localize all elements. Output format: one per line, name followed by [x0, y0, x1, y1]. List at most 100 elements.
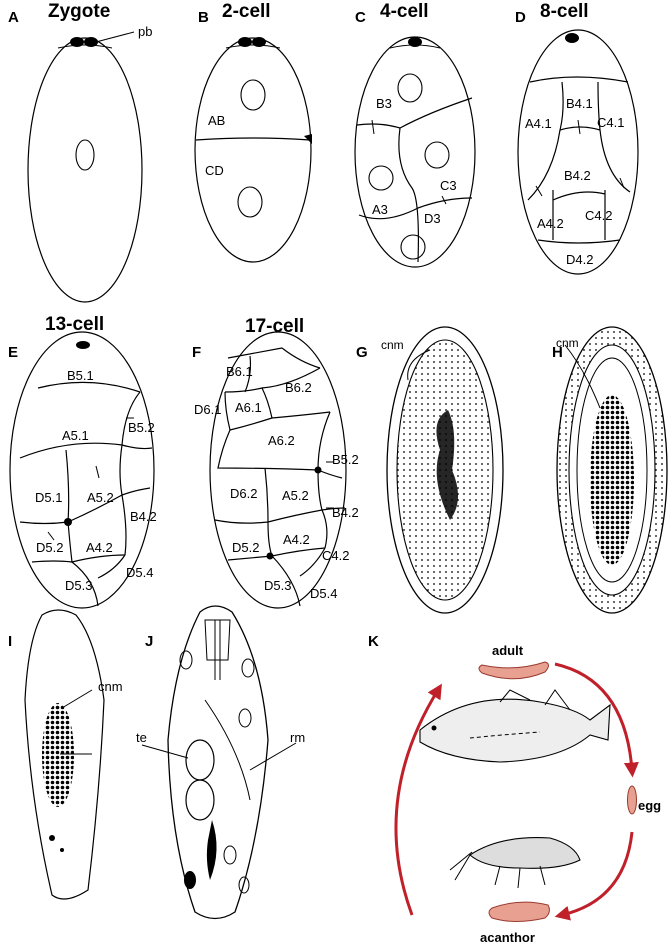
panel-letter-b: B	[198, 9, 209, 26]
central-nuclear-mass	[590, 395, 634, 565]
cell-boundary	[227, 347, 283, 359]
label-c42: C4.2	[322, 548, 349, 563]
adult-worm	[478, 661, 549, 680]
cell-boundary	[317, 411, 331, 471]
panel-letter-c: C	[355, 9, 366, 26]
cell-boundary	[244, 355, 252, 393]
cleavage-furrow	[195, 137, 311, 141]
panel-g: G cnm	[356, 326, 504, 614]
panel-e: E 13-cell B5.1 A5.1 B5.2 D5.1 A5.2 B4.2 …	[8, 314, 157, 609]
label-d53: D5.3	[65, 578, 92, 593]
cell-boundary	[559, 126, 601, 131]
label-d62: D6.2	[230, 486, 257, 501]
polar-body	[76, 341, 90, 349]
label-d53: D5.3	[264, 578, 291, 593]
cell-boundary	[214, 507, 346, 524]
midbody	[64, 518, 72, 526]
polar-body	[70, 37, 84, 47]
cell-boundary	[121, 391, 141, 446]
furrow-mark	[304, 134, 312, 144]
cell-boundary	[119, 444, 123, 496]
cell-boundary	[552, 190, 606, 240]
spindle-mark	[619, 177, 625, 189]
panel-f: F 17-cell B6.1 B6.2 D6.1 A6.1 A6.2 B5.2 …	[192, 316, 359, 609]
polar-body	[565, 33, 579, 43]
embryo-outline	[517, 29, 639, 275]
nucleus	[223, 845, 237, 865]
panel-title-a: Zygote	[48, 1, 110, 22]
label-b52: B5.2	[128, 420, 155, 435]
egg-outer	[386, 326, 504, 614]
panel-b: B 2-cell AB CD	[194, 1, 312, 263]
nucleus	[184, 871, 196, 889]
cell-boundary	[559, 81, 564, 131]
polar-body	[408, 37, 422, 47]
label-d51: D5.1	[35, 490, 62, 505]
central-nuclear-mass	[42, 703, 74, 807]
label-b52: B5.2	[332, 452, 359, 467]
panel-letter-g: G	[356, 344, 368, 361]
nucleus	[238, 708, 252, 728]
egg-icon	[627, 785, 637, 815]
label-d3: D3	[424, 211, 441, 226]
nucleus	[397, 73, 423, 103]
cnm-leader	[407, 349, 431, 381]
cell-boundary	[356, 97, 473, 129]
spindle-mark	[441, 195, 447, 205]
panel-letter-i: I	[8, 633, 12, 650]
label-te: te	[136, 730, 147, 745]
cell-boundary	[281, 347, 321, 369]
panel-k: K adult egg acanthor	[368, 633, 661, 945]
panel-letter-f: F	[192, 344, 201, 361]
label-a3: A3	[372, 202, 388, 217]
cell-boundary	[19, 521, 69, 525]
panel-letter-a: A	[8, 9, 19, 26]
embryo-outline	[194, 37, 312, 263]
rm-leader	[249, 742, 297, 771]
cell-boundary	[527, 129, 561, 201]
cell-boundary	[271, 411, 331, 419]
fish-eye	[431, 725, 437, 731]
label-c41: C4.1	[597, 115, 624, 130]
label-b42: B4.2	[564, 168, 591, 183]
label-d54: D5.4	[126, 565, 153, 580]
panel-h: H cnm	[552, 326, 668, 614]
arrow-adult-to-egg	[554, 662, 639, 778]
cell-boundary	[261, 367, 321, 389]
testis	[185, 779, 215, 821]
label-a42: A4.2	[283, 532, 310, 547]
label-cnm: cnm	[98, 679, 123, 694]
panel-j: J te rm	[136, 605, 305, 920]
nucleus	[240, 79, 266, 111]
label-a51: A5.1	[62, 428, 89, 443]
label-b41: B4.1	[566, 96, 593, 111]
cell-boundary	[398, 127, 419, 263]
panel-letter-j: J	[145, 633, 153, 650]
panel-c: C 4-cell B3 C3 A3 D3	[354, 1, 476, 268]
cell-boundary	[37, 381, 141, 393]
label-cnm: cnm	[556, 336, 579, 350]
panel-letter-k: K	[368, 633, 379, 650]
cell-boundary	[321, 509, 328, 549]
fish-fin	[499, 689, 571, 711]
zygote-outline	[27, 37, 143, 303]
label-pb: pb	[138, 24, 152, 39]
amphipod-legs	[449, 851, 546, 889]
cell-boundary	[121, 494, 127, 556]
label-d61: D6.1	[194, 402, 221, 417]
cell-boundary	[31, 560, 99, 607]
retractor-muscle	[204, 699, 251, 801]
cell-boundary	[358, 197, 473, 220]
cell-boundary	[65, 449, 70, 523]
cell-boundary	[597, 81, 601, 131]
acanthor-outline	[167, 605, 269, 920]
larva-outline	[24, 609, 105, 900]
panel-title-d: 8-cell	[540, 1, 589, 22]
label-a42: A4.2	[86, 540, 113, 555]
label-cnm: cnm	[381, 338, 404, 352]
spindle-mark	[577, 119, 581, 135]
nucleus	[241, 658, 255, 678]
central-nuclear-mass	[436, 410, 459, 520]
label-acanthor: acanthor	[480, 930, 535, 945]
label-c3: C3	[440, 178, 457, 193]
